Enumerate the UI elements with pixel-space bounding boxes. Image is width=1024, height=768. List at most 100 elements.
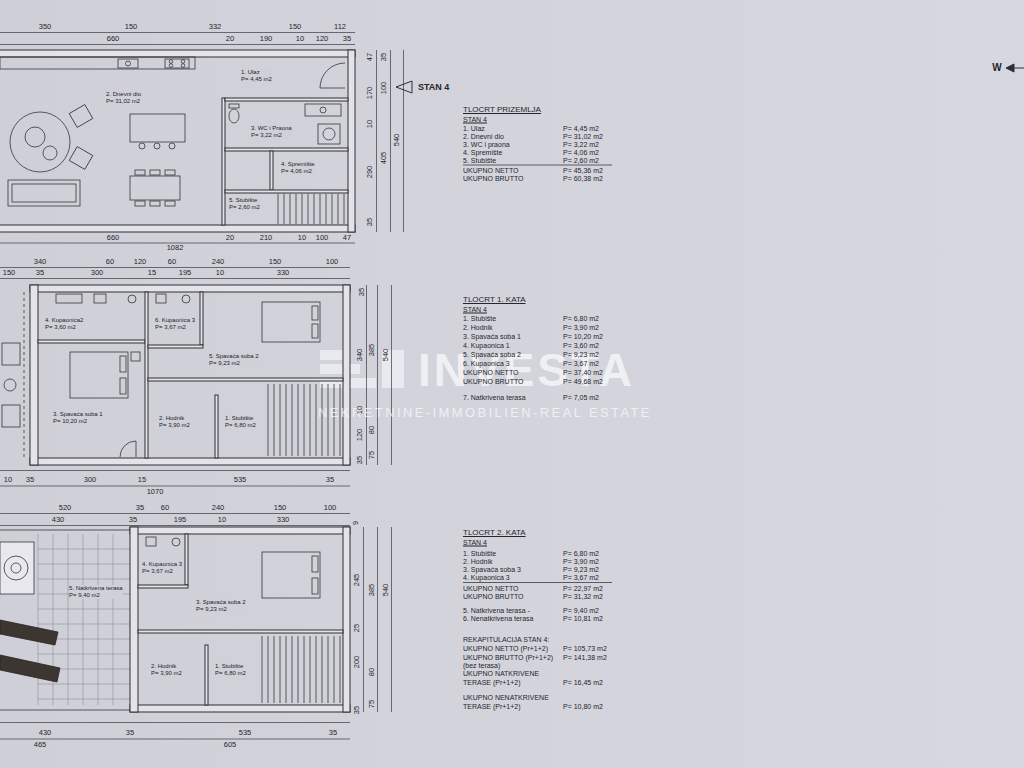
furniture xyxy=(94,294,106,303)
room-area: P= 9,40 m2 xyxy=(69,592,123,599)
dimension-label: 200 xyxy=(353,656,361,669)
table-heading: STAN 4 xyxy=(463,116,487,123)
dimension-label: 245 xyxy=(353,574,361,587)
room-label: 2. Dnevni dioP= 31,02 m2 xyxy=(105,90,142,106)
table-cell: UKUPNO BRUTTO xyxy=(463,378,524,385)
dimension-label: 10 xyxy=(366,120,374,128)
room-area: P= 31,02 m2 xyxy=(106,98,141,105)
dimension-label: 540 xyxy=(382,349,390,362)
table-cell: 5. Spavaća soba 2 xyxy=(463,351,521,358)
wall xyxy=(0,50,355,57)
table-cell: P= 3,60 m2 xyxy=(563,342,599,349)
dimension-label: 35 xyxy=(343,35,351,43)
table-heading: STAN 4 xyxy=(463,539,487,546)
room-area: P= 3,22 m2 xyxy=(251,132,292,139)
dimension-label: 35 xyxy=(126,729,134,737)
furniture xyxy=(318,124,340,144)
dimension-label: 35 xyxy=(36,269,44,277)
table-cell: 6. Kupaonica 3 xyxy=(463,360,510,367)
table-cell: 3. Spavaća soba 3 xyxy=(463,566,521,573)
wall xyxy=(185,534,188,585)
furniture xyxy=(262,636,340,703)
dimension-label: 195 xyxy=(174,516,187,524)
dimension-label: 47 xyxy=(366,53,374,61)
dimension-label: 430 xyxy=(52,516,65,524)
furniture xyxy=(8,180,80,206)
dimension-label: 300 xyxy=(91,269,104,277)
room-name: 3. Spavaća soba 1 xyxy=(53,411,103,418)
dimension-label: 405 xyxy=(380,152,388,165)
furniture xyxy=(4,556,28,580)
room-label: 4. Kupaonica2P= 3,60 m2 xyxy=(44,316,84,332)
table-cell: 4. Spremište xyxy=(463,149,502,156)
north-arrow xyxy=(1006,64,1024,72)
table-cell: P= 45,36 m2 xyxy=(563,167,603,174)
room-label: 4. SpremišteP= 4,06 m2 xyxy=(280,160,316,176)
furniture xyxy=(312,578,318,594)
dimension-label: 195 xyxy=(179,269,192,277)
furniture xyxy=(150,201,160,206)
table-cell: 5. Stubište xyxy=(463,157,496,164)
dimension-label: 1082 xyxy=(167,244,184,252)
dimension-label: 540 xyxy=(393,134,401,147)
wall xyxy=(30,458,350,465)
furniture xyxy=(118,59,138,68)
furniture xyxy=(320,88,345,89)
table-cell: P= 2,60 m2 xyxy=(563,157,599,164)
room-name: 2. Hodnik xyxy=(159,415,190,422)
table-cell: 2. Dnevni dio xyxy=(463,133,504,140)
furniture xyxy=(169,64,173,68)
furniture xyxy=(312,556,318,572)
room-name: 3. WC i Praona xyxy=(251,125,292,132)
furniture xyxy=(128,295,136,303)
furniture xyxy=(2,343,20,365)
furniture xyxy=(169,60,173,64)
table-cell: 1. Stubište xyxy=(463,315,496,322)
dimension-label: 150 xyxy=(274,504,287,512)
wall xyxy=(270,151,273,190)
furniture xyxy=(165,201,175,206)
furniture xyxy=(25,127,45,147)
table-cell: 2. Hodnik xyxy=(463,324,493,331)
furniture xyxy=(10,112,70,172)
table-cell: P= 3,90 m2 xyxy=(563,558,599,565)
dimension-label: 35 xyxy=(326,476,334,484)
table-cell: 4. Kupaonica 1 xyxy=(463,342,510,349)
wall xyxy=(138,585,188,588)
table-cell: P= 9,23 m2 xyxy=(563,566,599,573)
room-area: P= 3,60 m2 xyxy=(45,324,83,331)
table-cell: UKUPNO BRUTTO (Pr+1+2) xyxy=(463,654,553,661)
dimension-label: 120 xyxy=(356,429,364,442)
furniture xyxy=(323,128,335,140)
wall xyxy=(148,345,203,348)
table-cell: 7. Natkrivena terasa xyxy=(463,394,526,401)
table-heading: STAN 4 xyxy=(463,306,487,313)
wall xyxy=(130,527,138,712)
furniture xyxy=(0,542,34,594)
room-area: P= 3,90 m2 xyxy=(151,670,182,677)
furniture xyxy=(11,563,21,573)
table-cell: P= 10,81 m2 xyxy=(563,615,603,622)
dimension-label: 465 xyxy=(34,741,47,749)
watermark-logo xyxy=(320,364,360,374)
wall xyxy=(30,285,350,292)
table-cell: UKUPNO NATKRIVENE xyxy=(463,670,539,677)
dimension-label: 330 xyxy=(277,269,290,277)
wall xyxy=(130,527,350,534)
wall xyxy=(0,50,355,712)
room-name: 5. Spavaća soba 2 xyxy=(209,353,259,360)
furniture xyxy=(2,405,20,427)
furniture xyxy=(229,109,239,123)
room-area: P= 9,23 m2 xyxy=(196,606,246,613)
furniture xyxy=(135,201,145,206)
room-name: 1. Stubište xyxy=(225,415,256,422)
dimension-label: 75 xyxy=(368,700,376,708)
dimension-label: 520 xyxy=(59,504,72,512)
dimension-label: 35 xyxy=(136,504,144,512)
sun-lounger xyxy=(0,655,60,682)
room-name: 4. Spremište xyxy=(281,161,315,168)
table-cell: P= 31,02 m2 xyxy=(563,133,603,140)
wall xyxy=(222,98,225,225)
wall xyxy=(343,285,350,465)
